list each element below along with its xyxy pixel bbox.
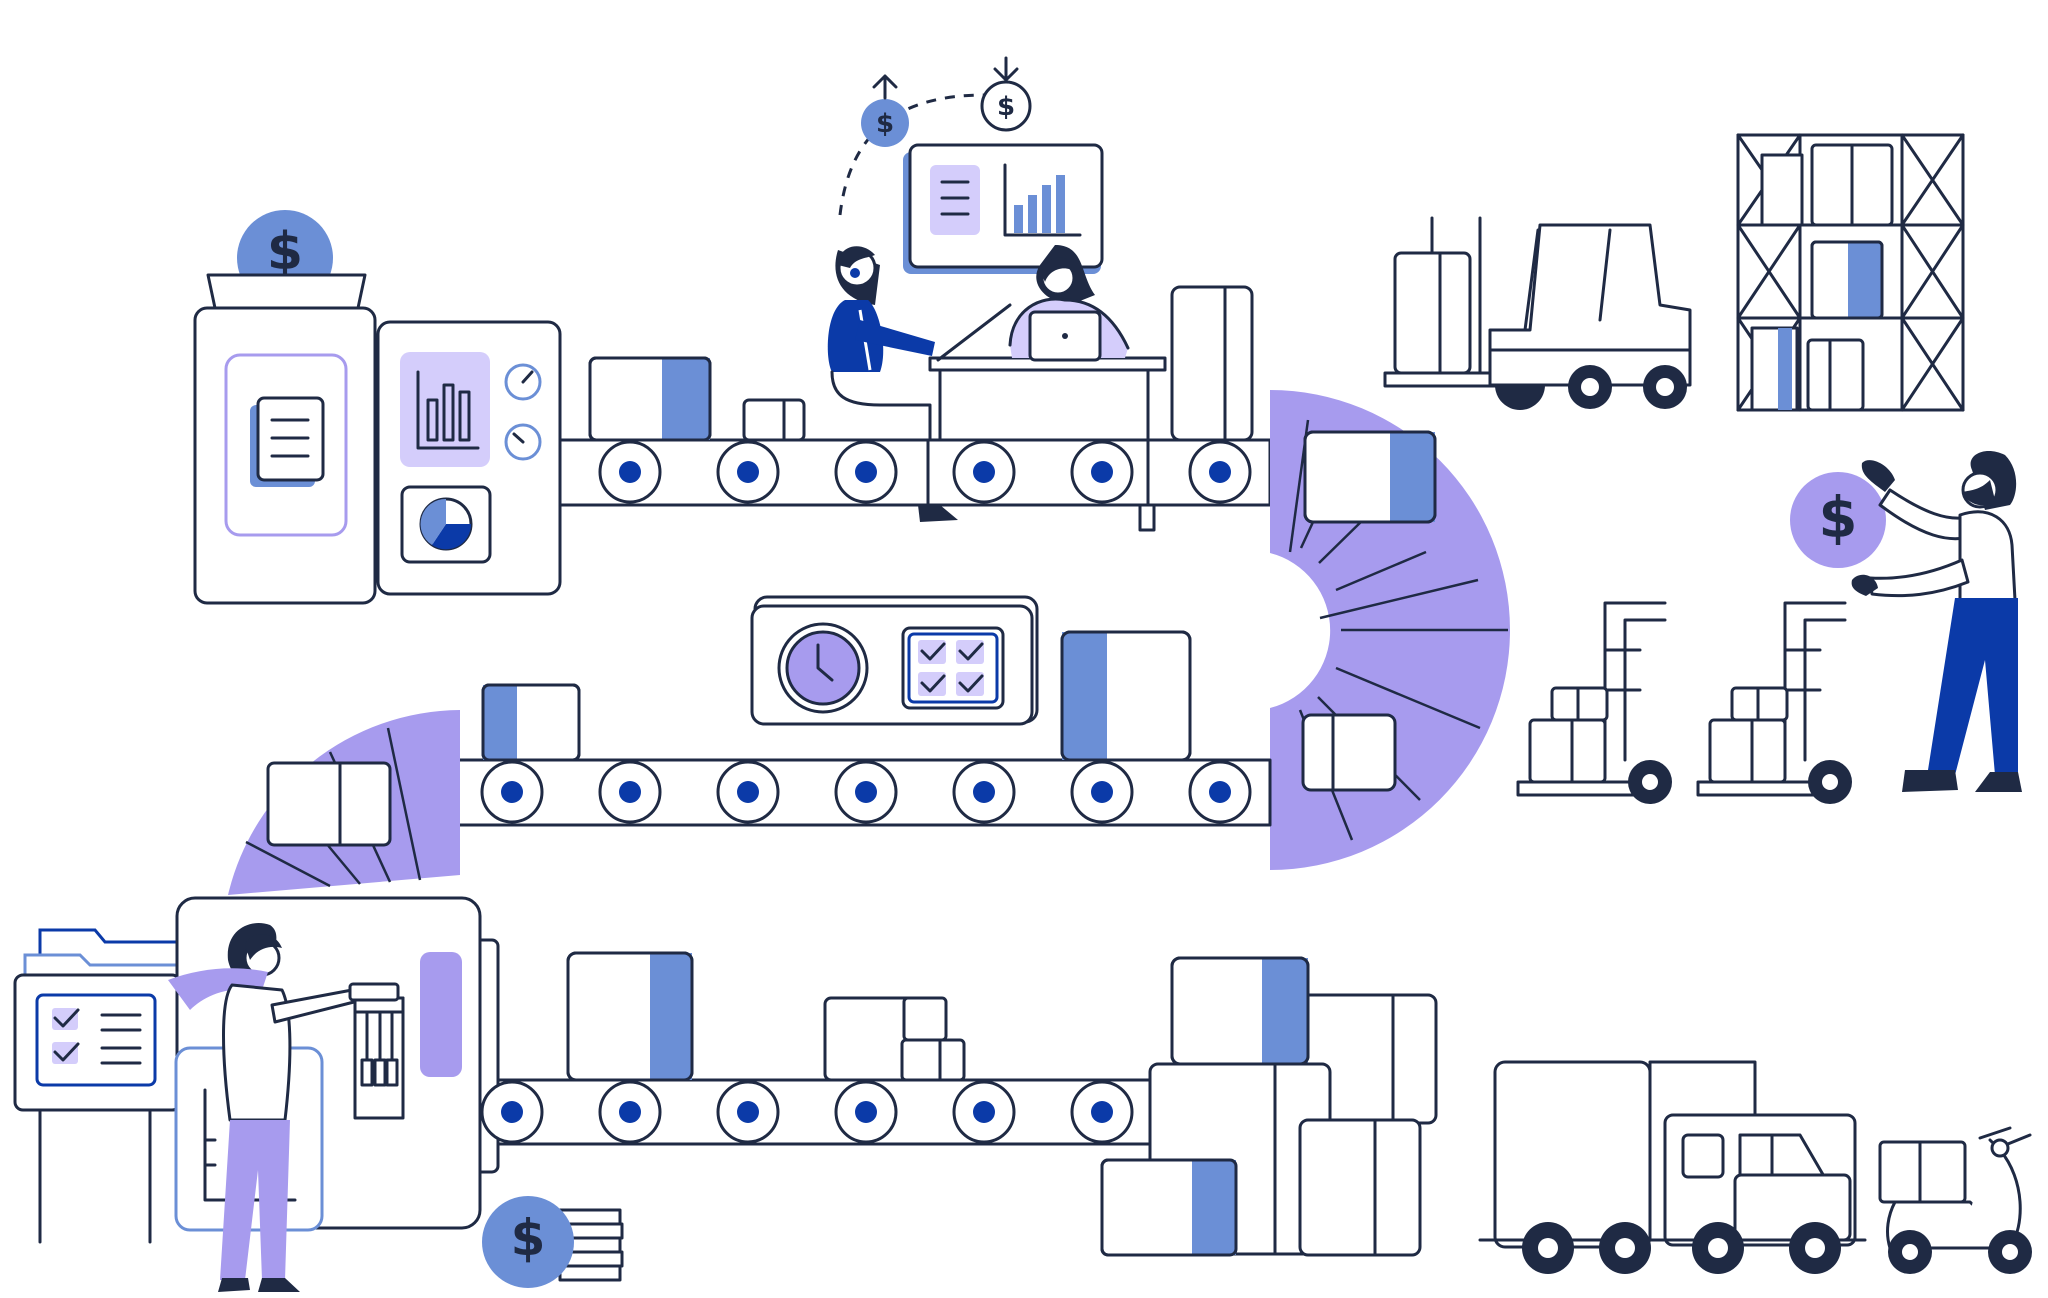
- folders-board: [13, 928, 187, 1244]
- box: [266, 761, 392, 847]
- warehouse-rack-icon: [1736, 133, 1965, 412]
- checklist-icon: [35, 993, 157, 1087]
- gauge-icon: [504, 363, 542, 401]
- bar-chart-icon: [1003, 163, 1082, 237]
- worker-left: [827, 246, 1012, 522]
- box: [1303, 430, 1437, 524]
- dollar-symbol: $: [511, 1209, 546, 1267]
- top-conveyor-belt: [558, 285, 1272, 507]
- scooter-icon: [1878, 1126, 2032, 1274]
- dollar-coin-icon: $: [861, 74, 909, 147]
- worker-right: [1008, 245, 1130, 362]
- worker-with-coin: $: [1790, 450, 2022, 792]
- middle-conveyor-belt: [446, 595, 1272, 827]
- inventory-station: [13, 896, 500, 1292]
- box: [1301, 713, 1397, 792]
- box-stack: [823, 996, 966, 1082]
- document-icon: [250, 396, 325, 487]
- pie-chart-icon: [400, 485, 492, 564]
- forklift-icon: [1383, 216, 1692, 410]
- left-curved-chute: [228, 710, 460, 895]
- roller-row: [480, 1080, 1134, 1144]
- dollar-symbol: $: [267, 222, 303, 282]
- hand-truck-icon: [1696, 601, 1852, 804]
- presentation-screen: [903, 143, 1104, 274]
- box-pile: [1100, 956, 1438, 1257]
- dollar-symbol: $: [997, 92, 1015, 122]
- bar-chart-icon: [400, 352, 490, 467]
- clock-icon: [777, 622, 869, 714]
- clock-checklist-panel: [750, 595, 1039, 726]
- laptop-icon: [1028, 310, 1102, 362]
- curved-chute: [1270, 390, 1510, 870]
- delivery-truck-icon: [1478, 1060, 1867, 1274]
- office-workers-scene: $ $: [827, 56, 1167, 532]
- box: [588, 356, 712, 442]
- lever-panel: [353, 996, 405, 1120]
- dollar-coin-icon: $: [980, 56, 1032, 132]
- box: [481, 683, 581, 762]
- roller-row: [480, 760, 1252, 824]
- tall-box: [1170, 285, 1254, 442]
- worker-operator: [168, 923, 400, 1292]
- payment-processing-machine: $: [193, 210, 562, 605]
- cash-stack-icon: [558, 1208, 624, 1282]
- dollar-coin-icon: $: [482, 1196, 624, 1288]
- small-box: [742, 398, 806, 442]
- box: [566, 951, 694, 1082]
- dollar-symbol: $: [1819, 486, 1858, 551]
- hand-truck-icon: [1516, 601, 1672, 804]
- roller-row: [598, 440, 1252, 504]
- dollar-symbol: $: [876, 109, 894, 139]
- box: [1060, 630, 1192, 762]
- checklist-icon: [901, 626, 1005, 710]
- gauge-icon: [504, 423, 542, 461]
- bottom-conveyor-belt: $: [480, 951, 1220, 1288]
